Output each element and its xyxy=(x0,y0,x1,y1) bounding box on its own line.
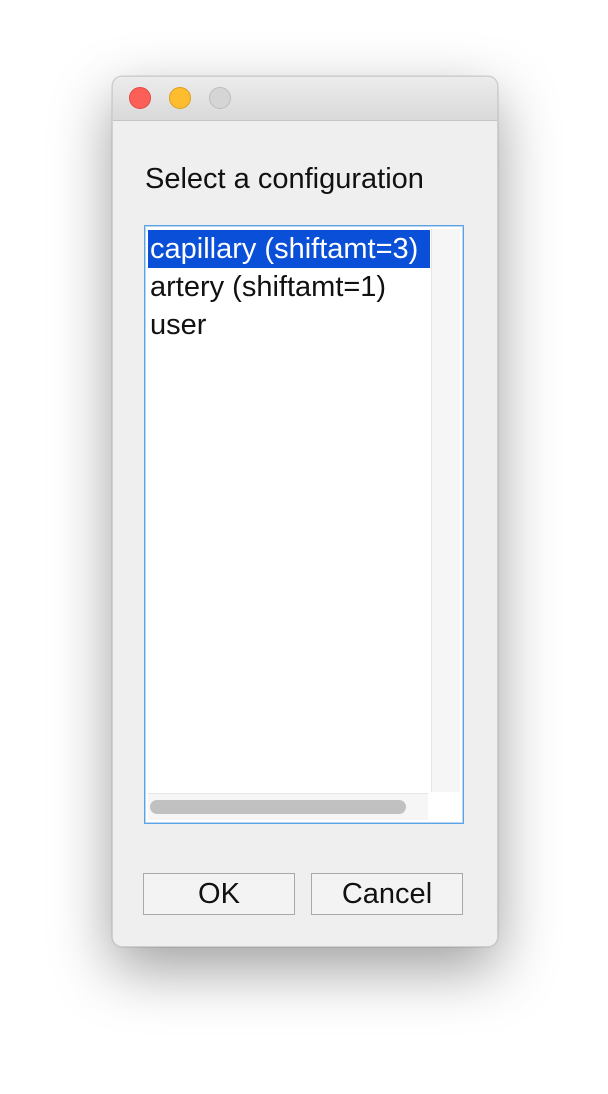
configuration-list: capillary (shiftamt=3) artery (shiftamt=… xyxy=(148,230,430,344)
dialog-window: Select a configuration capillary (shifta… xyxy=(112,76,498,947)
horizontal-scroll-thumb[interactable] xyxy=(150,800,406,814)
title-bar[interactable] xyxy=(113,77,497,121)
dialog-prompt: Select a configuration xyxy=(145,163,424,195)
cancel-button[interactable]: Cancel xyxy=(311,873,463,915)
list-item-user[interactable]: user xyxy=(150,309,207,341)
configuration-listbox[interactable]: capillary (shiftamt=3) artery (shiftamt=… xyxy=(144,225,464,824)
minimize-window-button[interactable] xyxy=(169,87,191,109)
list-item-artery[interactable]: artery (shiftamt=1) xyxy=(150,271,387,303)
vertical-scrollbar[interactable] xyxy=(431,229,460,792)
zoom-window-button xyxy=(209,87,231,109)
list-item-capillary[interactable]: capillary (shiftamt=3) xyxy=(148,230,430,268)
horizontal-scrollbar[interactable] xyxy=(148,793,428,820)
ok-button[interactable]: OK xyxy=(143,873,295,915)
close-window-button[interactable] xyxy=(129,87,151,109)
